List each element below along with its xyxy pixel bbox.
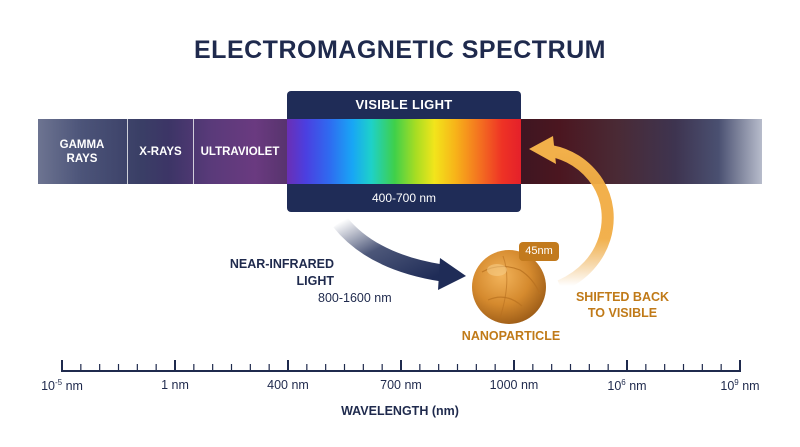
divider-gamma-xray	[127, 119, 128, 184]
segment-x-rays: X-RAYS	[139, 145, 182, 158]
axis-title: WAVELENGTH (nm)	[341, 404, 459, 418]
shifted-back-label: SHIFTED BACK TO VISIBLE	[575, 290, 670, 320]
visible-rainbow	[287, 119, 521, 184]
nanoparticle-size-badge: 45nm	[519, 242, 559, 261]
segment-ultraviolet: ULTRAVIOLET	[200, 145, 280, 158]
axis-tick-label: 400 nm	[267, 378, 309, 392]
axis-minor-ticks	[80, 364, 722, 371]
axis-major-tick	[626, 360, 628, 372]
axis-tick-label: 1000 nm	[489, 378, 539, 392]
divider-xray-uv	[193, 119, 194, 184]
axis-tick-label: 106 nm	[607, 378, 647, 393]
visible-light-range: 400-700 nm	[371, 191, 437, 205]
near-infrared-label: NEAR-INFRARED LIGHT	[229, 257, 334, 288]
page-title: ELECTROMAGNETIC SPECTRUM	[194, 36, 606, 64]
nanoparticle-label: NANOPARTICLE	[461, 329, 561, 343]
axis-major-tick	[513, 360, 515, 372]
shifted-back-arrow	[529, 136, 614, 292]
axis-major-tick	[400, 360, 402, 372]
visible-light-title: VISIBLE LIGHT	[355, 97, 453, 112]
axis-tick-label: 1 nm	[161, 378, 189, 392]
axis-tick-label: 10-5 nm	[41, 378, 83, 393]
axis-tick-label: 700 nm	[380, 378, 422, 392]
axis-major-tick	[287, 360, 289, 372]
axis-major-tick	[61, 360, 63, 372]
segment-gamma-rays: GAMMA RAYS	[59, 138, 105, 165]
near-infrared-arrow	[333, 216, 466, 290]
axis-major-tick	[739, 360, 741, 372]
near-infrared-range: 800-1600 nm	[318, 291, 392, 305]
nanoparticle-sphere	[472, 250, 546, 324]
axis-major-tick	[174, 360, 176, 372]
axis-tick-label: 109 nm	[720, 378, 760, 393]
